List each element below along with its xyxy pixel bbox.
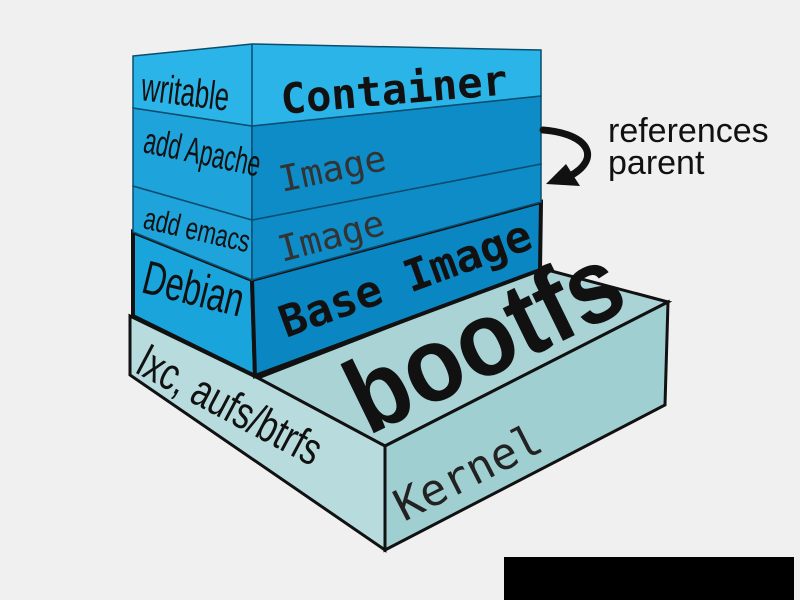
- kernel-layer: lxc, aufs/btrfs Kernel bootfs: [128, 223, 673, 553]
- container-side-label: writable: [138, 66, 232, 121]
- references-parent-annotation: references parent: [539, 112, 769, 186]
- redaction-bar: [504, 557, 794, 600]
- parent-label: parent: [608, 144, 705, 182]
- curved-arrow-icon: [539, 126, 591, 180]
- references-label: references: [608, 112, 769, 150]
- curved-arrow-head-icon: [546, 164, 580, 186]
- image-apache-layer: add Apache Image: [132, 95, 542, 221]
- image-emacs-layer: add emacs Image: [132, 163, 542, 282]
- kernel-front-face: [383, 299, 670, 553]
